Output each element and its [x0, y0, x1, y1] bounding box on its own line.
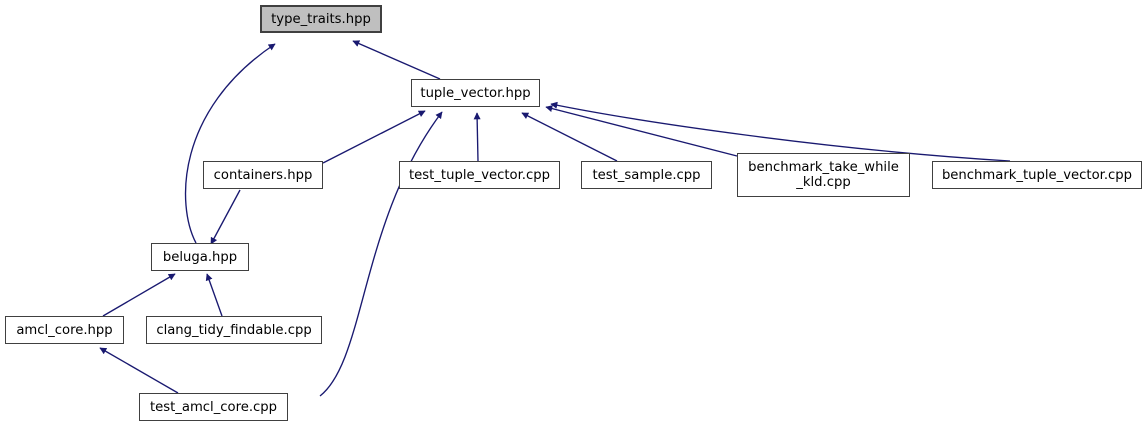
node-label-containers: containers.hpp [213, 167, 313, 183]
edge-beluga-to-type_traits [184, 43, 276, 244]
node-clang_tidy_findable[interactable]: clang_tidy_findable.cpp [146, 316, 322, 344]
node-test_sample[interactable]: test_sample.cpp [581, 161, 712, 189]
node-label-test_tuple_vector: test_tuple_vector.cpp [409, 167, 550, 183]
node-containers[interactable]: containers.hpp [203, 161, 323, 189]
node-label-benchmark_take_while_kld: benchmark_take_while _kld.cpp [748, 160, 899, 190]
edge-tuple_vector-to-type_traits [352, 40, 441, 80]
node-beluga[interactable]: beluga.hpp [151, 243, 249, 271]
node-label-type_traits: type_traits.hpp [271, 11, 371, 27]
edge-containers-to-beluga [210, 189, 241, 245]
edge-test_sample-to-tuple_vector [521, 112, 618, 162]
edge-benchmark_take_while_kld-to-tuple_vector [545, 105, 738, 157]
node-test_amcl_core[interactable]: test_amcl_core.cpp [139, 393, 288, 421]
edge-amcl_core-to-beluga [102, 273, 176, 317]
edge-test_amcl_core-to-tuple_vector [319, 111, 443, 397]
node-amcl_core[interactable]: amcl_core.hpp [5, 316, 124, 344]
node-tuple_vector[interactable]: tuple_vector.hpp [411, 79, 540, 107]
node-label-clang_tidy_findable: clang_tidy_findable.cpp [156, 322, 312, 338]
node-label-test_sample: test_sample.cpp [592, 167, 701, 183]
edge-benchmark_tuple_vector-to-tuple_vector [550, 101, 1011, 162]
node-test_tuple_vector[interactable]: test_tuple_vector.cpp [399, 161, 560, 189]
edge-test_tuple_vector-to-tuple_vector [473, 112, 481, 162]
node-label-amcl_core: amcl_core.hpp [16, 322, 113, 338]
node-label-benchmark_tuple_vector: benchmark_tuple_vector.cpp [941, 167, 1133, 183]
edge-clang_tidy_findable-to-beluga [205, 273, 223, 317]
node-label-tuple_vector: tuple_vector.hpp [420, 85, 531, 101]
node-label-test_amcl_core: test_amcl_core.cpp [149, 399, 278, 415]
edge-containers-to-tuple_vector [322, 110, 426, 164]
node-benchmark_tuple_vector[interactable]: benchmark_tuple_vector.cpp [932, 161, 1142, 189]
edge-test_amcl_core-to-amcl_core [99, 347, 179, 394]
node-label-beluga: beluga.hpp [162, 249, 238, 265]
node-benchmark_take_while_kld[interactable]: benchmark_take_while _kld.cpp [737, 153, 910, 197]
node-type_traits[interactable]: type_traits.hpp [260, 5, 382, 33]
